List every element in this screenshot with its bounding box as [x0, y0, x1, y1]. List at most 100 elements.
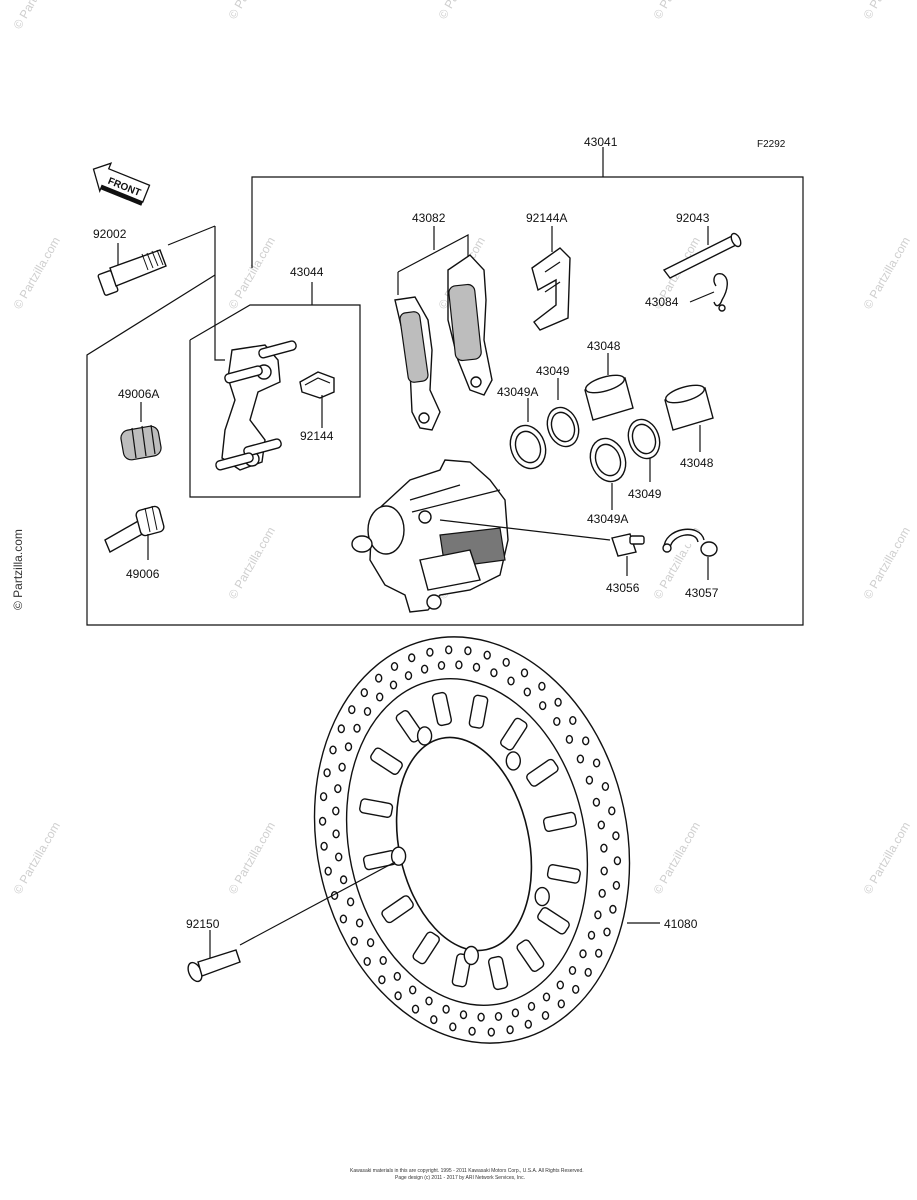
drill-hole: [426, 647, 434, 657]
drill-hole: [568, 966, 577, 976]
drill-hole: [592, 797, 601, 807]
piston-43048-b: [664, 384, 714, 452]
mount-hole: [505, 751, 521, 771]
bleeder-valve-43056: [611, 533, 645, 576]
drill-hole: [378, 975, 386, 985]
drill-hole: [576, 754, 585, 764]
label-43056: 43056: [606, 581, 640, 595]
disc-bolt-92150: [187, 861, 396, 983]
drill-hole: [477, 1012, 485, 1022]
vent-slot: [431, 691, 453, 727]
label-92144: 92144: [300, 429, 334, 443]
drill-hole: [612, 880, 621, 890]
drill-hole: [565, 734, 574, 744]
pin-92043: [662, 226, 742, 279]
drill-hole: [339, 875, 348, 885]
drill-hole: [366, 938, 375, 948]
drill-hole: [585, 775, 594, 785]
label-43049A-b: 43049A: [587, 512, 628, 526]
drill-hole: [553, 717, 561, 727]
label-43049-a: 43049: [536, 364, 570, 378]
drill-hole: [520, 668, 529, 678]
dust-seal-43049A-a: [509, 398, 547, 470]
watermark: © Partzilla.com: [225, 524, 278, 601]
watermark: © Partzilla.com: [10, 0, 63, 32]
label-92150: 92150: [186, 917, 220, 931]
watermark: © Partzilla.com: [650, 0, 703, 22]
watermark: © Partzilla.com: [860, 234, 913, 311]
drill-hole: [339, 914, 348, 924]
mount-hole: [534, 886, 550, 907]
label-43049A-a: 43049A: [497, 385, 538, 399]
drill-hole: [420, 664, 429, 674]
label-49006A: 49006A: [118, 387, 159, 401]
drill-hole: [318, 816, 327, 826]
drill-hole: [404, 671, 413, 681]
vent-slot: [526, 758, 559, 787]
label-41080: 41080: [664, 917, 698, 931]
label-43084: 43084: [645, 295, 679, 309]
drill-hole: [353, 723, 361, 733]
drill-hole: [511, 1008, 520, 1018]
watermark: © Partzilla.com: [225, 819, 278, 896]
watermark: © Partzilla.com: [10, 234, 63, 311]
drill-hole: [538, 681, 546, 691]
bracket-43044: [215, 340, 297, 471]
drill-hole: [425, 996, 433, 1006]
drill-hole: [335, 852, 343, 862]
drill-hole: [338, 762, 346, 772]
drill-hole: [542, 992, 551, 1002]
drill-hole: [487, 1027, 495, 1037]
drill-hole: [389, 680, 398, 690]
drill-hole: [437, 661, 446, 671]
drill-hole: [350, 936, 358, 946]
figure-code: F2292: [757, 139, 786, 150]
drill-hole: [584, 967, 592, 977]
pin-clip-43084: [689, 272, 728, 312]
drill-hole: [449, 1022, 457, 1032]
drill-hole: [323, 768, 331, 778]
drill-hole: [455, 660, 463, 670]
drill-hole: [597, 820, 605, 830]
copyright-line-1: Kawasaki materials in this are copyright…: [350, 1168, 584, 1174]
drill-hole: [320, 841, 328, 851]
vent-slot: [370, 747, 403, 775]
label-43082: 43082: [412, 211, 446, 225]
dust-seal-43049A-b: [589, 437, 627, 510]
drill-hole: [344, 742, 353, 752]
vent-slot: [381, 895, 414, 924]
drill-hole: [409, 985, 417, 995]
drill-hole: [612, 831, 620, 841]
drill-hole: [376, 692, 384, 702]
drill-hole: [569, 716, 577, 726]
bleeder-cap-43057: [662, 528, 718, 580]
watermark-side: © Partzilla.com: [11, 529, 25, 610]
drill-hole: [430, 1015, 438, 1025]
drill-hole: [394, 991, 402, 1001]
drill-hole: [600, 843, 608, 853]
vent-slot: [516, 939, 545, 972]
drill-hole: [363, 957, 371, 967]
watermark: © Partzilla.com: [860, 0, 913, 22]
drill-hole: [601, 782, 610, 792]
drill-hole: [332, 829, 340, 839]
label-49006: 49006: [126, 567, 160, 581]
drill-hole: [506, 1025, 514, 1035]
drill-hole: [494, 1012, 503, 1022]
vent-slot: [412, 931, 440, 965]
drill-hole: [445, 645, 453, 655]
drill-hole: [408, 653, 416, 663]
drill-hole: [472, 662, 481, 672]
watermark: © Partzilla.com: [650, 819, 703, 896]
piston-43048-a: [584, 353, 634, 421]
drill-hole: [598, 888, 606, 898]
slide-pin-49006: [104, 505, 165, 560]
seal-43049-b: [627, 418, 661, 482]
drill-hole: [579, 949, 587, 959]
drill-hole: [363, 707, 372, 717]
drill-hole: [608, 806, 616, 816]
drill-hole: [541, 1011, 550, 1021]
label-43044: 43044: [290, 265, 324, 279]
drill-hole: [554, 697, 562, 707]
vent-slot: [546, 864, 581, 884]
